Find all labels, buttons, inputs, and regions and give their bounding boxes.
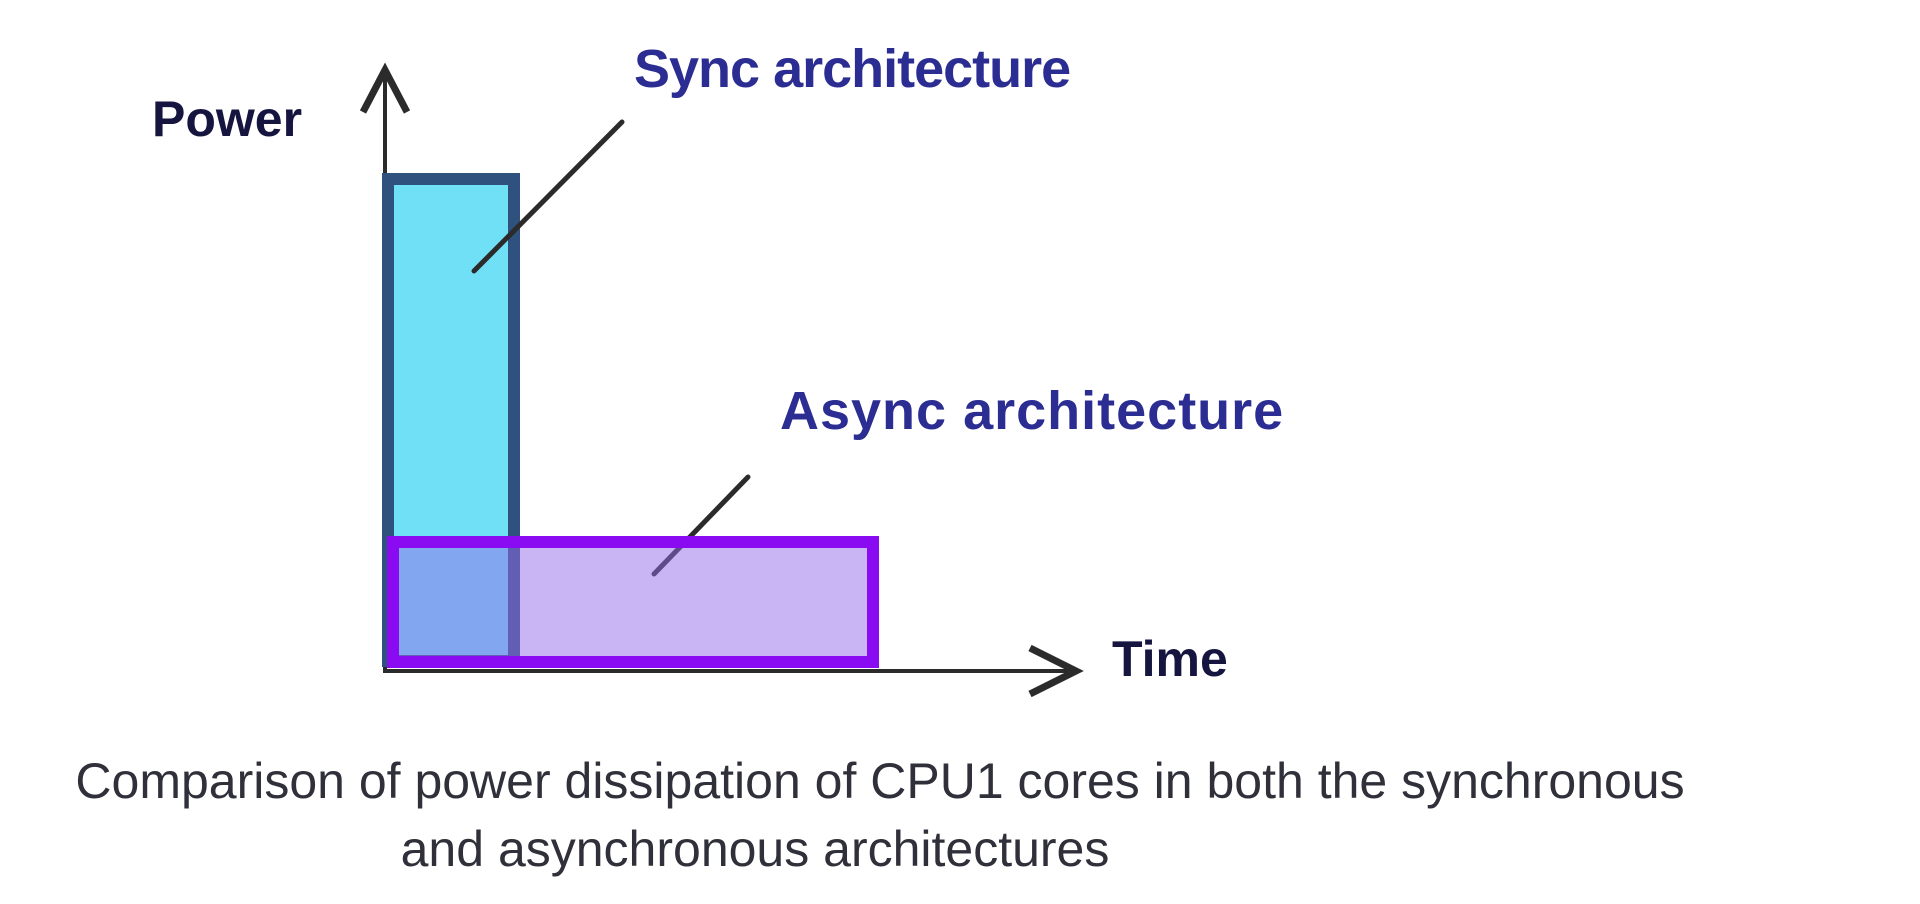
async-power-bar (387, 536, 879, 668)
x-axis-label: Time (1112, 631, 1228, 687)
up-arrowhead-icon (359, 62, 411, 114)
async-architecture-label: Async architecture (780, 381, 1285, 441)
caption-line-2: and asynchronous architectures (400, 821, 1110, 877)
sync-architecture-label: Sync architecture (634, 39, 1071, 99)
right-arrowhead-icon (1028, 644, 1084, 698)
caption-line-1: Comparison of power dissipation of CPU1 … (75, 753, 1685, 809)
y-axis-label: Power (152, 91, 303, 147)
